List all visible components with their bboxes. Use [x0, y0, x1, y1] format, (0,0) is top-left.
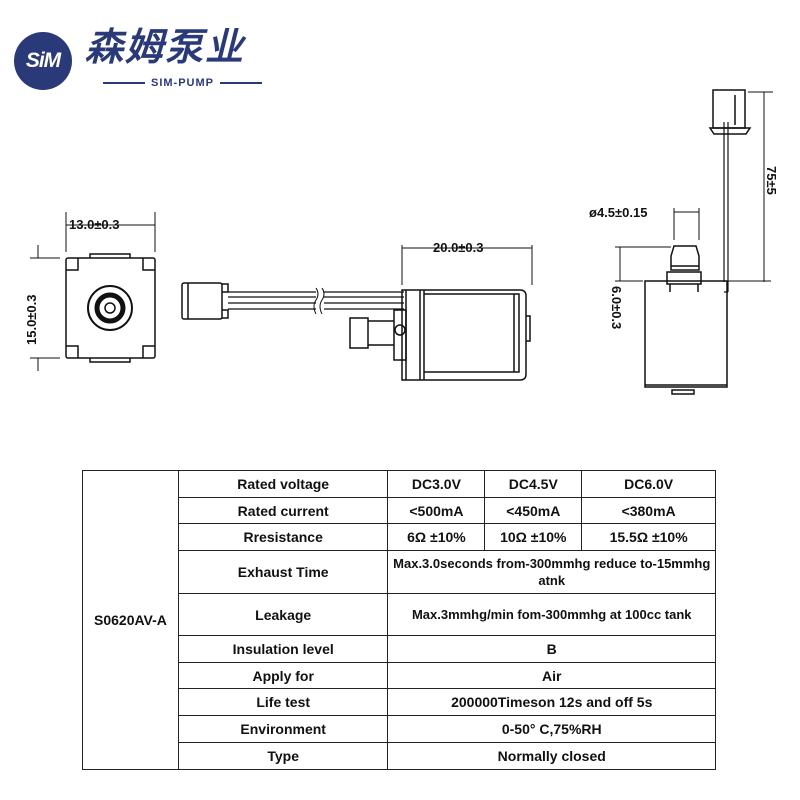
logo-name-en: SIM-PUMP: [85, 76, 280, 90]
row-label: Apply for: [177, 662, 389, 689]
front-width-dim: 13.0±0.3: [69, 217, 120, 232]
value-cell: Normally closed: [387, 742, 716, 770]
front-view: 13.0±0.3 15.0±0.3: [24, 212, 156, 371]
value-cell: 15.5Ω ±10%: [581, 523, 716, 551]
table-row: Rated current <500mA <450mA <380mA: [83, 497, 716, 524]
value-cell: B: [387, 635, 716, 663]
front-height-dim: 15.0±0.3: [24, 294, 39, 345]
row-label: Exhaust Time: [177, 550, 389, 594]
table-row: Rresistance 6Ω ±10% 10Ω ±10% 15.5Ω ±10%: [83, 523, 716, 551]
nozzle-diameter-dim: ø4.5±0.15: [589, 205, 647, 220]
side-length-dim: 20.0±0.3: [433, 240, 484, 255]
spec-table: S0620AV-A Rated voltage DC3.0V DC4.5V DC…: [82, 470, 716, 770]
value-cell: DC4.5V: [484, 470, 583, 498]
value-cell: 6Ω ±10%: [387, 523, 486, 551]
wire-length-dim: 75±5: [764, 166, 779, 195]
value-cell: 0-50° C,75%RH: [387, 715, 716, 743]
value-cell: Air: [387, 662, 716, 689]
value-cell: 10Ω ±10%: [484, 523, 583, 551]
table-row: Type Normally closed: [83, 742, 716, 770]
table-row: Life test 200000Timeson 12s and off 5s: [83, 688, 716, 716]
value-cell: DC3.0V: [387, 470, 486, 498]
row-label: Life test: [177, 688, 389, 716]
value-cell: DC6.0V: [581, 470, 716, 498]
logo-name-cn: 森姆泵业: [85, 27, 246, 69]
table-row: Insulation level B: [83, 635, 716, 663]
row-label: Type: [177, 742, 389, 770]
row-label: Insulation level: [177, 635, 389, 663]
row-label: Leakage: [177, 593, 389, 636]
value-cell: 200000Timeson 12s and off 5s: [387, 688, 716, 716]
row-label: Environment: [177, 715, 389, 743]
value-cell: <450mA: [484, 497, 583, 524]
table-row: Environment 0-50° C,75%RH: [83, 715, 716, 743]
technical-drawing: 13.0±0.3 15.0±0.3 20.0±0.3 ø4.5±0.15 6.0…: [24, 89, 779, 395]
value-cell: Max.3mmhg/min fom-300mmhg at 100cc tank: [387, 593, 716, 636]
value-cell: <500mA: [387, 497, 486, 524]
row-label: Rated current: [177, 497, 389, 524]
model-cell: S0620AV-A: [82, 470, 179, 770]
value-cell: Max.3.0seconds from-300mmhg reduce to-15…: [387, 550, 716, 594]
company-logo: SiM 森姆泵业 SIM-PUMP: [10, 28, 290, 94]
table-row: Leakage Max.3mmhg/min fom-300mmhg at 100…: [83, 593, 716, 636]
logo-name-en-text: SIM-PUMP: [151, 77, 214, 89]
table-row: S0620AV-A Rated voltage DC3.0V DC4.5V DC…: [82, 470, 716, 770]
nozzle-height-dim: 6.0±0.3: [609, 286, 624, 329]
row-label: Rresistance: [177, 523, 389, 551]
table-row: Apply for Air: [83, 662, 716, 689]
end-view: ø4.5±0.15 6.0±0.3 75±5: [589, 89, 779, 395]
logo-mark: SiM: [14, 32, 72, 90]
side-view: 20.0±0.3: [181, 240, 533, 381]
table-row: Exhaust Time Max.3.0seconds from-300mmhg…: [83, 550, 716, 594]
row-label: Rated voltage: [177, 470, 389, 498]
value-cell: <380mA: [581, 497, 716, 524]
